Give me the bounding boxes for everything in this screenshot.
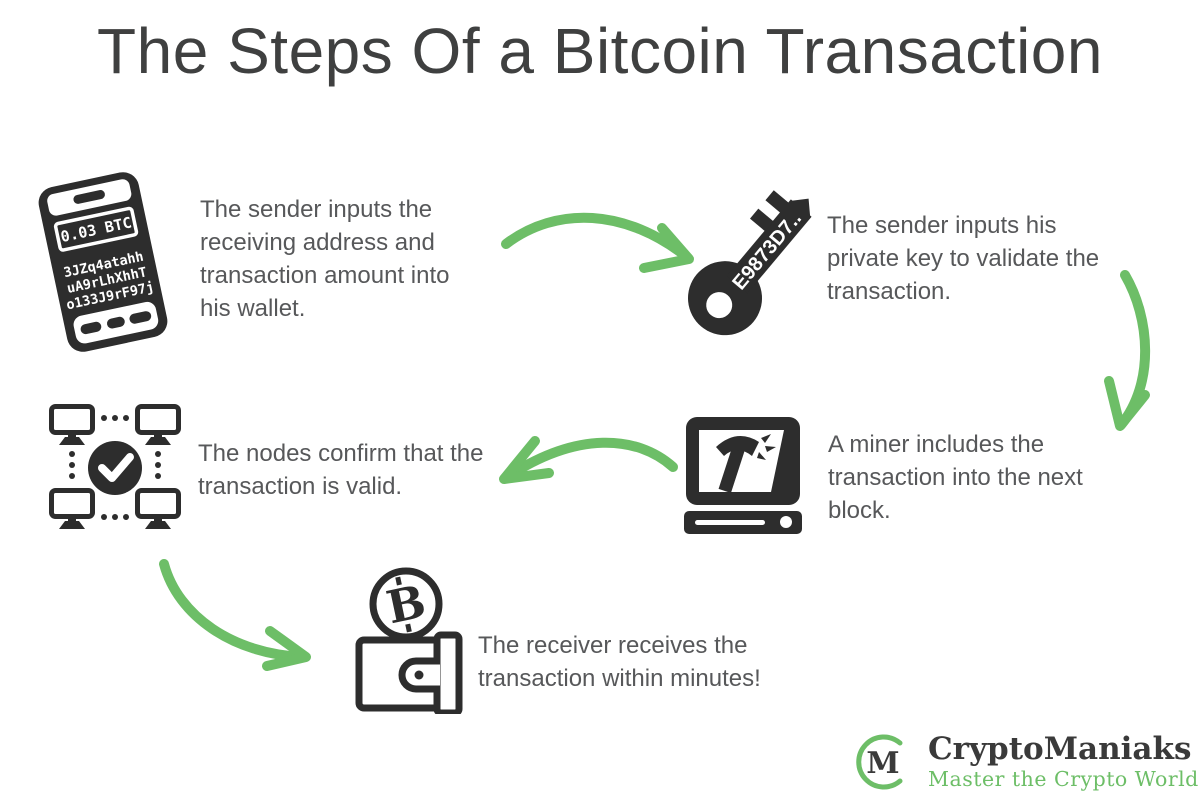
phone-wallet-icon: 0.03 BTC 3JZq4atahh uA9rLhXhhT o133J9rF9… — [33, 167, 172, 357]
step-4-text: The nodes confirm that the transaction i… — [198, 440, 484, 500]
step-2-text: The sender inputs his private key to val… — [827, 212, 1100, 305]
logo-name: CryptoManiaks — [928, 730, 1192, 767]
nodes-network-icon — [45, 398, 185, 538]
step-3-text: A miner includes the transaction into th… — [828, 431, 1083, 524]
miner-computer-icon — [683, 414, 803, 536]
step-5-text: The receiver receives the transaction wi… — [478, 632, 761, 692]
step-1-text: The sender inputs the receiving address … — [200, 196, 450, 322]
bitcoin-wallet-icon: B — [352, 564, 466, 714]
arrow-step3-to-step4-icon — [497, 427, 682, 512]
logo-monogram-badge: M — [852, 731, 914, 793]
logo-tagline: Master the Crypto World — [928, 766, 1199, 791]
private-key-icon: E9873D7.. — [680, 178, 825, 350]
arrow-step2-to-step3-icon — [1095, 263, 1185, 443]
arrow-step1-to-step2-icon — [496, 196, 701, 286]
infographic-title: The Steps Of a Bitcoin Transaction — [97, 15, 1103, 87]
logo-text: CryptoManiaks Master the Crypto World — [928, 730, 1199, 792]
arrow-step4-to-step5-icon — [148, 554, 318, 679]
cryptomaniaks-logo: M CryptoManiaks Master the Crypto World — [852, 731, 1199, 793]
logo-monogram-letter: M — [866, 746, 899, 781]
